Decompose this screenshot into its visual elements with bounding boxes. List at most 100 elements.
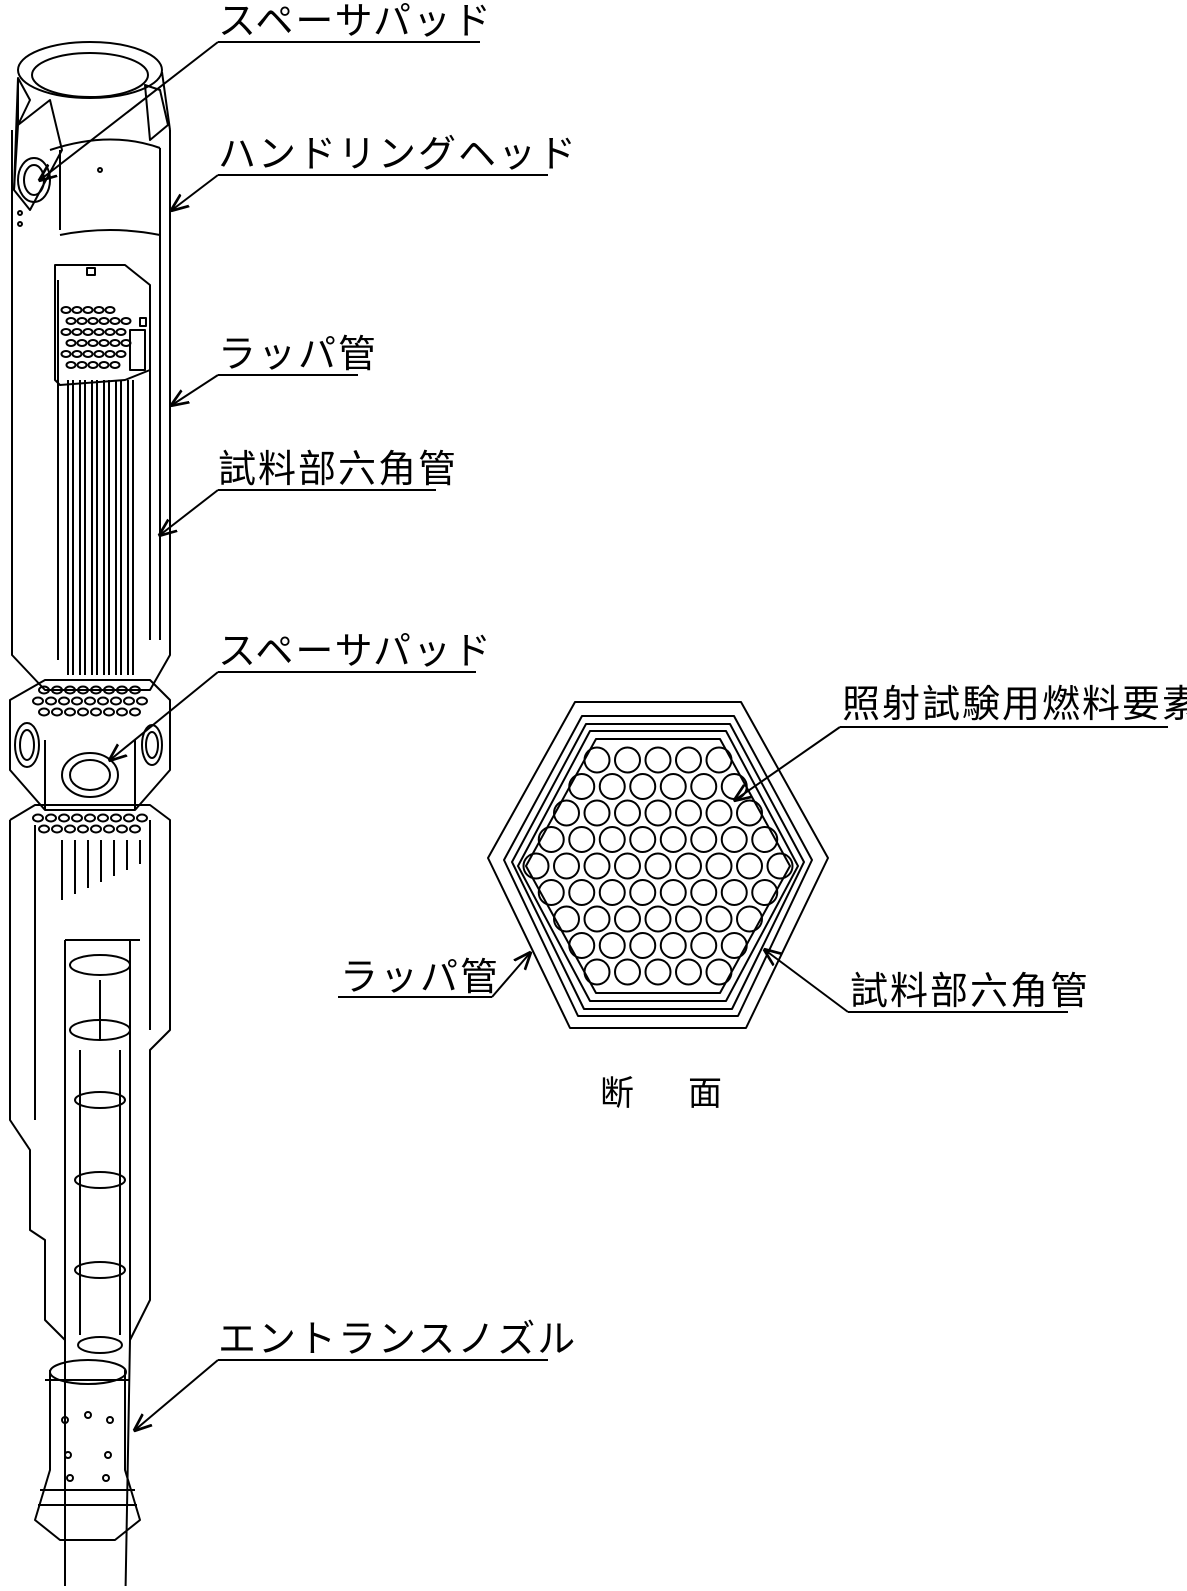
pin-top: [129, 824, 141, 834]
fuel-pin-circle: [720, 879, 748, 906]
pin-top: [71, 813, 83, 823]
pin-top: [115, 328, 127, 336]
pin-top: [77, 824, 89, 834]
fuel-pin-circle: [690, 826, 718, 853]
entrance-nozzle: [34, 1359, 141, 1541]
fuel-pin-circle: [736, 799, 763, 827]
pin-top: [109, 317, 121, 325]
pin-top: [98, 339, 110, 347]
label-spacer-pad-mid: スペーサパッド: [218, 629, 494, 673]
pin-top: [77, 685, 89, 695]
fuel-pin-circle: [583, 799, 611, 827]
fuel-pin-circle: [614, 958, 641, 986]
pin-top: [45, 813, 57, 823]
fuel-pin-circle: [583, 905, 611, 933]
fuel-pin-circle: [690, 879, 718, 906]
fuel-pin-circle: [537, 879, 565, 906]
pin-top: [120, 339, 132, 347]
fuel-pin-circle: [675, 905, 702, 933]
pin-top: [38, 707, 50, 717]
pin-top: [51, 824, 63, 834]
pin-top: [77, 707, 89, 717]
pin-top: [97, 813, 109, 823]
pin-top: [87, 317, 99, 325]
pin-top: [60, 328, 72, 336]
fuel-pin-circle: [583, 958, 611, 986]
fuel-pin-circle: [659, 826, 687, 853]
assembly-leaders: [40, 41, 548, 1430]
wrapper-hex-inner: [511, 723, 805, 1010]
pin-top: [123, 813, 135, 823]
pin-top: [110, 813, 122, 823]
pin-top: [82, 328, 94, 336]
fuel-pin-circle: [736, 905, 763, 933]
cross-section-pins: [522, 746, 794, 986]
fuel-pin-circle: [720, 826, 748, 853]
pin-top: [93, 306, 105, 314]
pin-top: [120, 317, 132, 325]
fuel-pin-circle: [705, 905, 733, 933]
fuel-pin-circle: [644, 852, 672, 880]
fuel-pin-circle: [644, 799, 672, 827]
fuel-pin-circle: [568, 826, 596, 853]
pin-top: [87, 361, 99, 369]
pin-top: [98, 317, 110, 325]
label-entrance-nozzle: エントランスノズル: [218, 1317, 578, 1361]
fuel-pin-circle: [537, 826, 565, 853]
pin-top: [64, 824, 76, 834]
fuel-pin-circle: [598, 932, 626, 959]
fuel-pin-circle: [659, 879, 687, 906]
fuel-pin-circle: [598, 879, 626, 906]
pin-top: [104, 350, 116, 358]
fuel-pin-circle: [690, 773, 718, 800]
caption-right: 面: [688, 1074, 722, 1114]
pin-top: [76, 339, 88, 347]
upper-pin-rods: [61, 380, 141, 900]
fuel-pin-bundle-upper: [54, 130, 171, 660]
fuel-pin-circle: [553, 799, 580, 827]
fuel-pin-circle: [705, 799, 733, 827]
pin-top: [64, 707, 76, 717]
label-spacer-pad-top: スペーサパッド: [218, 0, 494, 43]
pin-top: [104, 306, 116, 314]
fuel-pin-circle: [766, 852, 794, 880]
lower-section: [9, 804, 171, 1591]
mid-pin-tops: [32, 685, 148, 834]
pin-top: [38, 685, 50, 695]
fuel-pin-circle: [675, 958, 702, 986]
fuel-pin-circle: [553, 905, 580, 933]
pin-top: [58, 696, 70, 706]
pin-top: [104, 328, 116, 336]
fuel-pin-circle: [644, 958, 672, 986]
fuel-pin-circle: [675, 799, 702, 827]
pin-top: [115, 350, 127, 358]
fuel-pin-circle: [659, 773, 687, 800]
pin-top: [103, 707, 115, 717]
pin-top: [103, 685, 115, 695]
pin-top: [87, 339, 99, 347]
sample-hex-outer: [517, 730, 799, 1002]
pin-top: [82, 350, 94, 358]
pin-top: [65, 317, 77, 325]
pin-top: [51, 707, 63, 717]
pin-top: [136, 696, 148, 706]
fuel-pin-circle: [568, 932, 596, 959]
pin-top: [90, 685, 102, 695]
pin-top: [64, 685, 76, 695]
label-wrapper-tube: ラッパ管: [218, 332, 379, 376]
fuel-pin-circle: [614, 746, 641, 774]
pin-top: [58, 813, 70, 823]
pin-top: [90, 707, 102, 717]
fuel-pin-circle: [705, 852, 733, 880]
pin-top: [116, 824, 128, 834]
caption-left: 断: [600, 1074, 634, 1114]
cross-section: [487, 701, 829, 1029]
pin-top: [32, 813, 44, 823]
fuel-pin-circle: [522, 852, 550, 880]
pin-top: [76, 317, 88, 325]
pin-top: [84, 813, 96, 823]
label-cs-sample-hex-tube: 試料部六角管: [850, 969, 1091, 1013]
pin-top: [51, 685, 63, 695]
fuel-pin-circle: [644, 905, 672, 933]
